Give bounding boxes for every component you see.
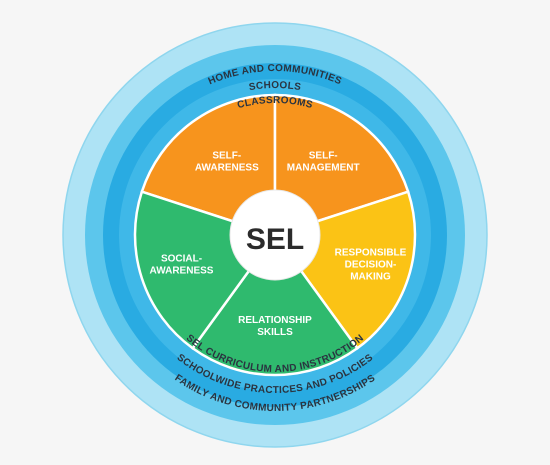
ring-label-schools: SCHOOLS xyxy=(248,80,302,93)
segment-label-self-management: SELF- xyxy=(309,151,338,162)
segment-relationship-skills xyxy=(190,232,360,377)
segment-label-social-awareness: AWARENESS xyxy=(150,265,214,276)
center-label: SEL xyxy=(246,223,304,256)
segment-self-management xyxy=(273,93,410,237)
ring-label-classrooms: CLASSROOMS xyxy=(236,95,314,111)
center-circle xyxy=(229,189,321,281)
segment-self-awareness xyxy=(140,93,277,237)
segment-label-self-awareness: AWARENESS xyxy=(195,163,259,174)
segment-label-self-awareness: SELF- xyxy=(212,151,241,162)
segment-label-responsible-decision-making: DECISION- xyxy=(345,259,397,270)
segment-label-self-management: MANAGEMENT xyxy=(287,163,360,174)
segment-label-responsible-decision-making: MAKING xyxy=(350,271,391,282)
competency-segments: SELF-AWARENESSSELF-MANAGEMENTRESPONSIBLE… xyxy=(133,93,417,377)
segment-label-responsible-decision-making: RESPONSIBLE xyxy=(335,247,407,258)
segment-label-social-awareness: SOCIAL- xyxy=(161,253,202,264)
segment-label-relationship-skills: RELATIONSHIP xyxy=(238,315,312,326)
segment-label-relationship-skills: SKILLS xyxy=(257,327,293,338)
